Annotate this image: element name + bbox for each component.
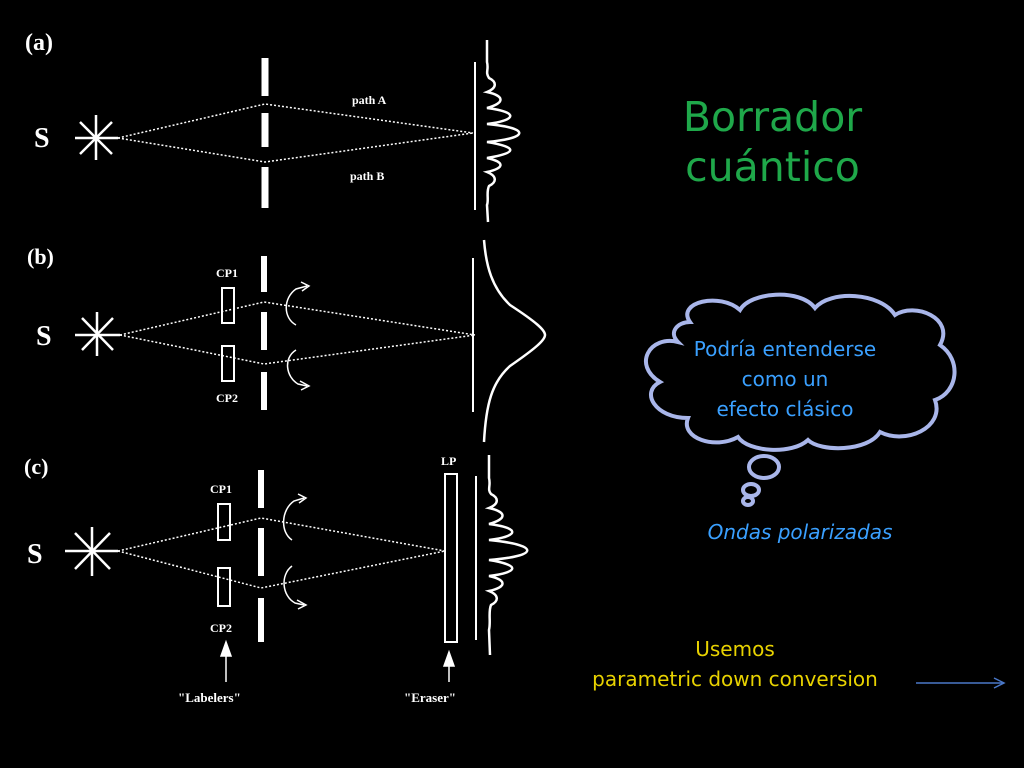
panel-b-source-star-icon xyxy=(75,312,120,356)
panel-c-cp1-polarizer xyxy=(217,503,231,541)
panel-a-interference-pattern xyxy=(482,40,521,223)
panel-b: (b) S CP1 CP2 xyxy=(27,239,547,443)
labelers-arrow-icon xyxy=(219,639,233,682)
labelers-label: "Labelers" xyxy=(178,690,241,705)
panel-b-cp2-label: CP2 xyxy=(216,391,238,405)
panel-a-label: (a) xyxy=(25,30,53,56)
panel-c-paths xyxy=(117,517,446,589)
panel-c-source-star-icon xyxy=(65,527,118,576)
panel-c-linear-polarizer xyxy=(444,473,458,643)
panel-c-cp1-label: CP1 xyxy=(210,482,232,496)
panel-b-rotation-arrow-icons xyxy=(285,281,311,391)
panel-a-source-star-icon xyxy=(75,115,118,160)
thought-cloud-text: Podría entenderse como un efecto clásico xyxy=(655,334,915,424)
panel-c-interference-pattern xyxy=(484,455,529,656)
panel-c-source-label: S xyxy=(27,539,43,570)
usemos-line1: Usemos xyxy=(695,637,775,661)
slide-title-line1: Borrador xyxy=(682,93,863,141)
slide-title-line2: cuántico xyxy=(685,143,860,191)
panel-b-paths xyxy=(119,301,476,365)
cloud-line1: Podría entenderse xyxy=(693,337,877,361)
polarized-waves-note: Ondas polarizadas xyxy=(707,520,893,544)
panel-b-cp1-label: CP1 xyxy=(216,266,238,280)
panel-a-source-label: S xyxy=(34,123,50,154)
eraser-arrow-icon xyxy=(442,649,456,682)
panel-c-cp2-polarizer xyxy=(217,567,231,607)
panel-c-label: (c) xyxy=(24,454,48,479)
cloud-line2: como un xyxy=(741,367,829,391)
cloud-line3: efecto clásico xyxy=(716,397,854,421)
panel-c-cp2-label: CP2 xyxy=(210,621,232,635)
panel-a: (a) S path A path B xyxy=(25,30,521,223)
panel-c: (c) S CP1 CP2 LP xyxy=(24,454,529,705)
usemos-text: Usemos parametric down conversion xyxy=(560,634,910,694)
panel-b-label: (b) xyxy=(27,244,54,269)
panel-b-cp1-polarizer xyxy=(221,287,235,324)
path-a-label: path A xyxy=(352,93,387,107)
panel-b-cp2-polarizer xyxy=(221,345,235,382)
panel-c-lp-label: LP xyxy=(441,454,456,468)
panel-a-paths xyxy=(117,103,474,163)
panel-b-gaussian-pattern xyxy=(482,239,547,443)
thought-cloud xyxy=(644,292,957,507)
right-arrow-icon xyxy=(916,677,1006,689)
panel-b-source-label: S xyxy=(36,321,52,352)
usemos-line2: parametric down conversion xyxy=(592,667,878,691)
path-b-label: path B xyxy=(350,169,384,183)
eraser-label: "Eraser" xyxy=(404,690,456,705)
slide-title: Borrador cuántico xyxy=(640,92,905,192)
panel-c-rotation-arrow-icons xyxy=(282,493,308,610)
